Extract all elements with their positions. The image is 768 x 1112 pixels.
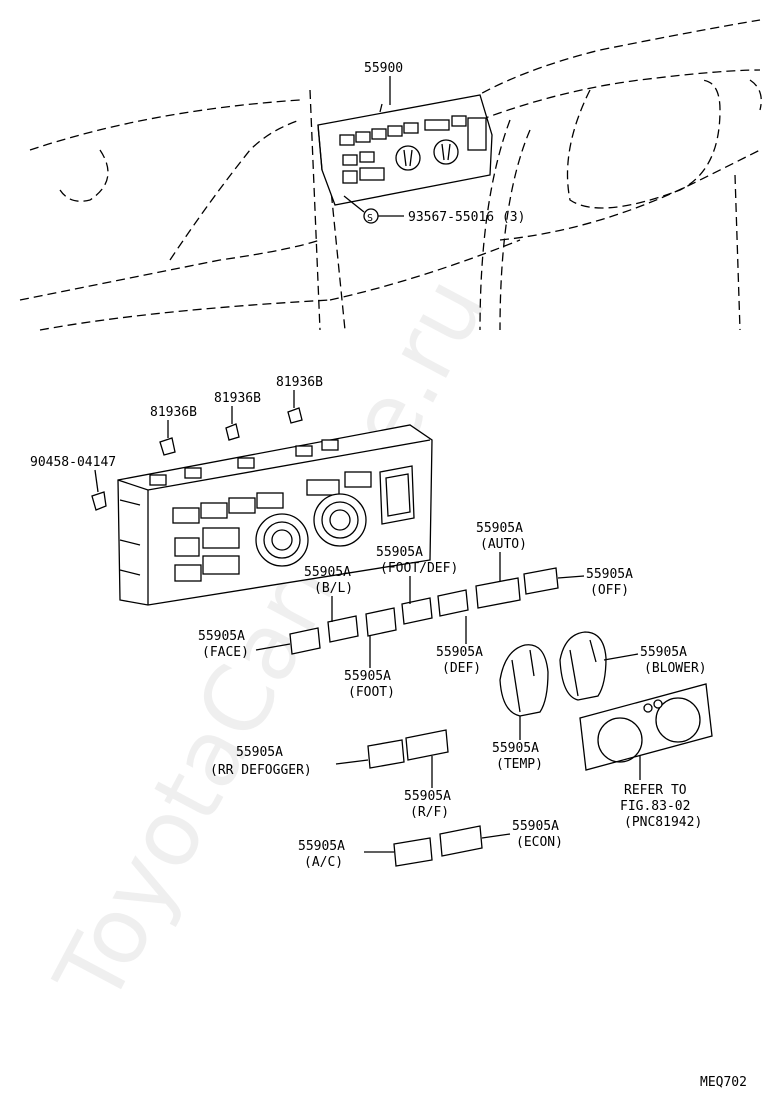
label-ac-num: 55905A [298,839,345,854]
label-foot-name: (FOOT) [348,685,395,700]
label-temp-name: (TEMP) [496,757,543,772]
label-def-num: 55905A [436,645,483,660]
label-blower-name: (BLOWER) [644,661,707,676]
label-rrdef-num: 55905A [236,745,283,760]
label-rf-name: (R/F) [410,805,449,820]
label-refer-line3: (PNC81942) [624,815,702,830]
label-81936b-1: 81936B [150,405,197,420]
watermark: ToyotaCarMine.ru [34,260,506,1021]
label-footdef-num: 55905A [376,545,423,560]
label-face-name: (FACE) [202,645,249,660]
bulb-sockets [91,407,303,511]
label-81936b-2: 81936B [214,391,261,406]
label-off-num: 55905A [586,567,633,582]
label-econ-name: (ECON) [516,835,563,850]
panel-knob-openings [255,493,367,567]
label-footdef-name: (FOOT/DEF) [380,561,458,576]
label-81936b-3: 81936B [276,375,323,390]
label-temp-num: 55905A [492,741,539,756]
face-plate [579,683,713,771]
figure-code: MEQ702 [700,1075,747,1090]
label-55900: 55900 [364,61,403,76]
label-bl-name: (B/L) [314,581,353,596]
label-refer-line2: FIG.83-02 [620,799,690,814]
screw-callout: S 93567-55016 (3) [343,195,525,225]
label-rf-num: 55905A [404,789,451,804]
button-caps [289,567,559,867]
label-auto-num: 55905A [476,521,523,536]
label-rrdef-name: (RR DEFOGGER) [210,763,312,778]
label-bl-num: 55905A [304,565,351,580]
label-blower-num: 55905A [640,645,687,660]
label-ac-name: (A/C) [304,855,343,870]
label-off-name: (OFF) [590,583,629,598]
control-panel-assembly [117,424,433,606]
temp-knob [499,644,549,717]
installed-panel-drawing [317,94,493,206]
label-def-name: (DEF) [442,661,481,676]
screw-s-symbol: S [367,213,373,224]
label-foot-num: 55905A [344,669,391,684]
blower-knob [559,631,607,701]
label-auto-name: (AUTO) [480,537,527,552]
panel-button-slots [172,471,372,582]
label-face-num: 55905A [198,629,245,644]
label-90458-04147: 90458-04147 [30,455,116,470]
dashboard-outline [19,19,762,331]
label-93567-55016: 93567-55016 (3) [408,210,525,225]
label-refer-line1: REFER TO [624,783,687,798]
label-econ-num: 55905A [512,819,559,834]
